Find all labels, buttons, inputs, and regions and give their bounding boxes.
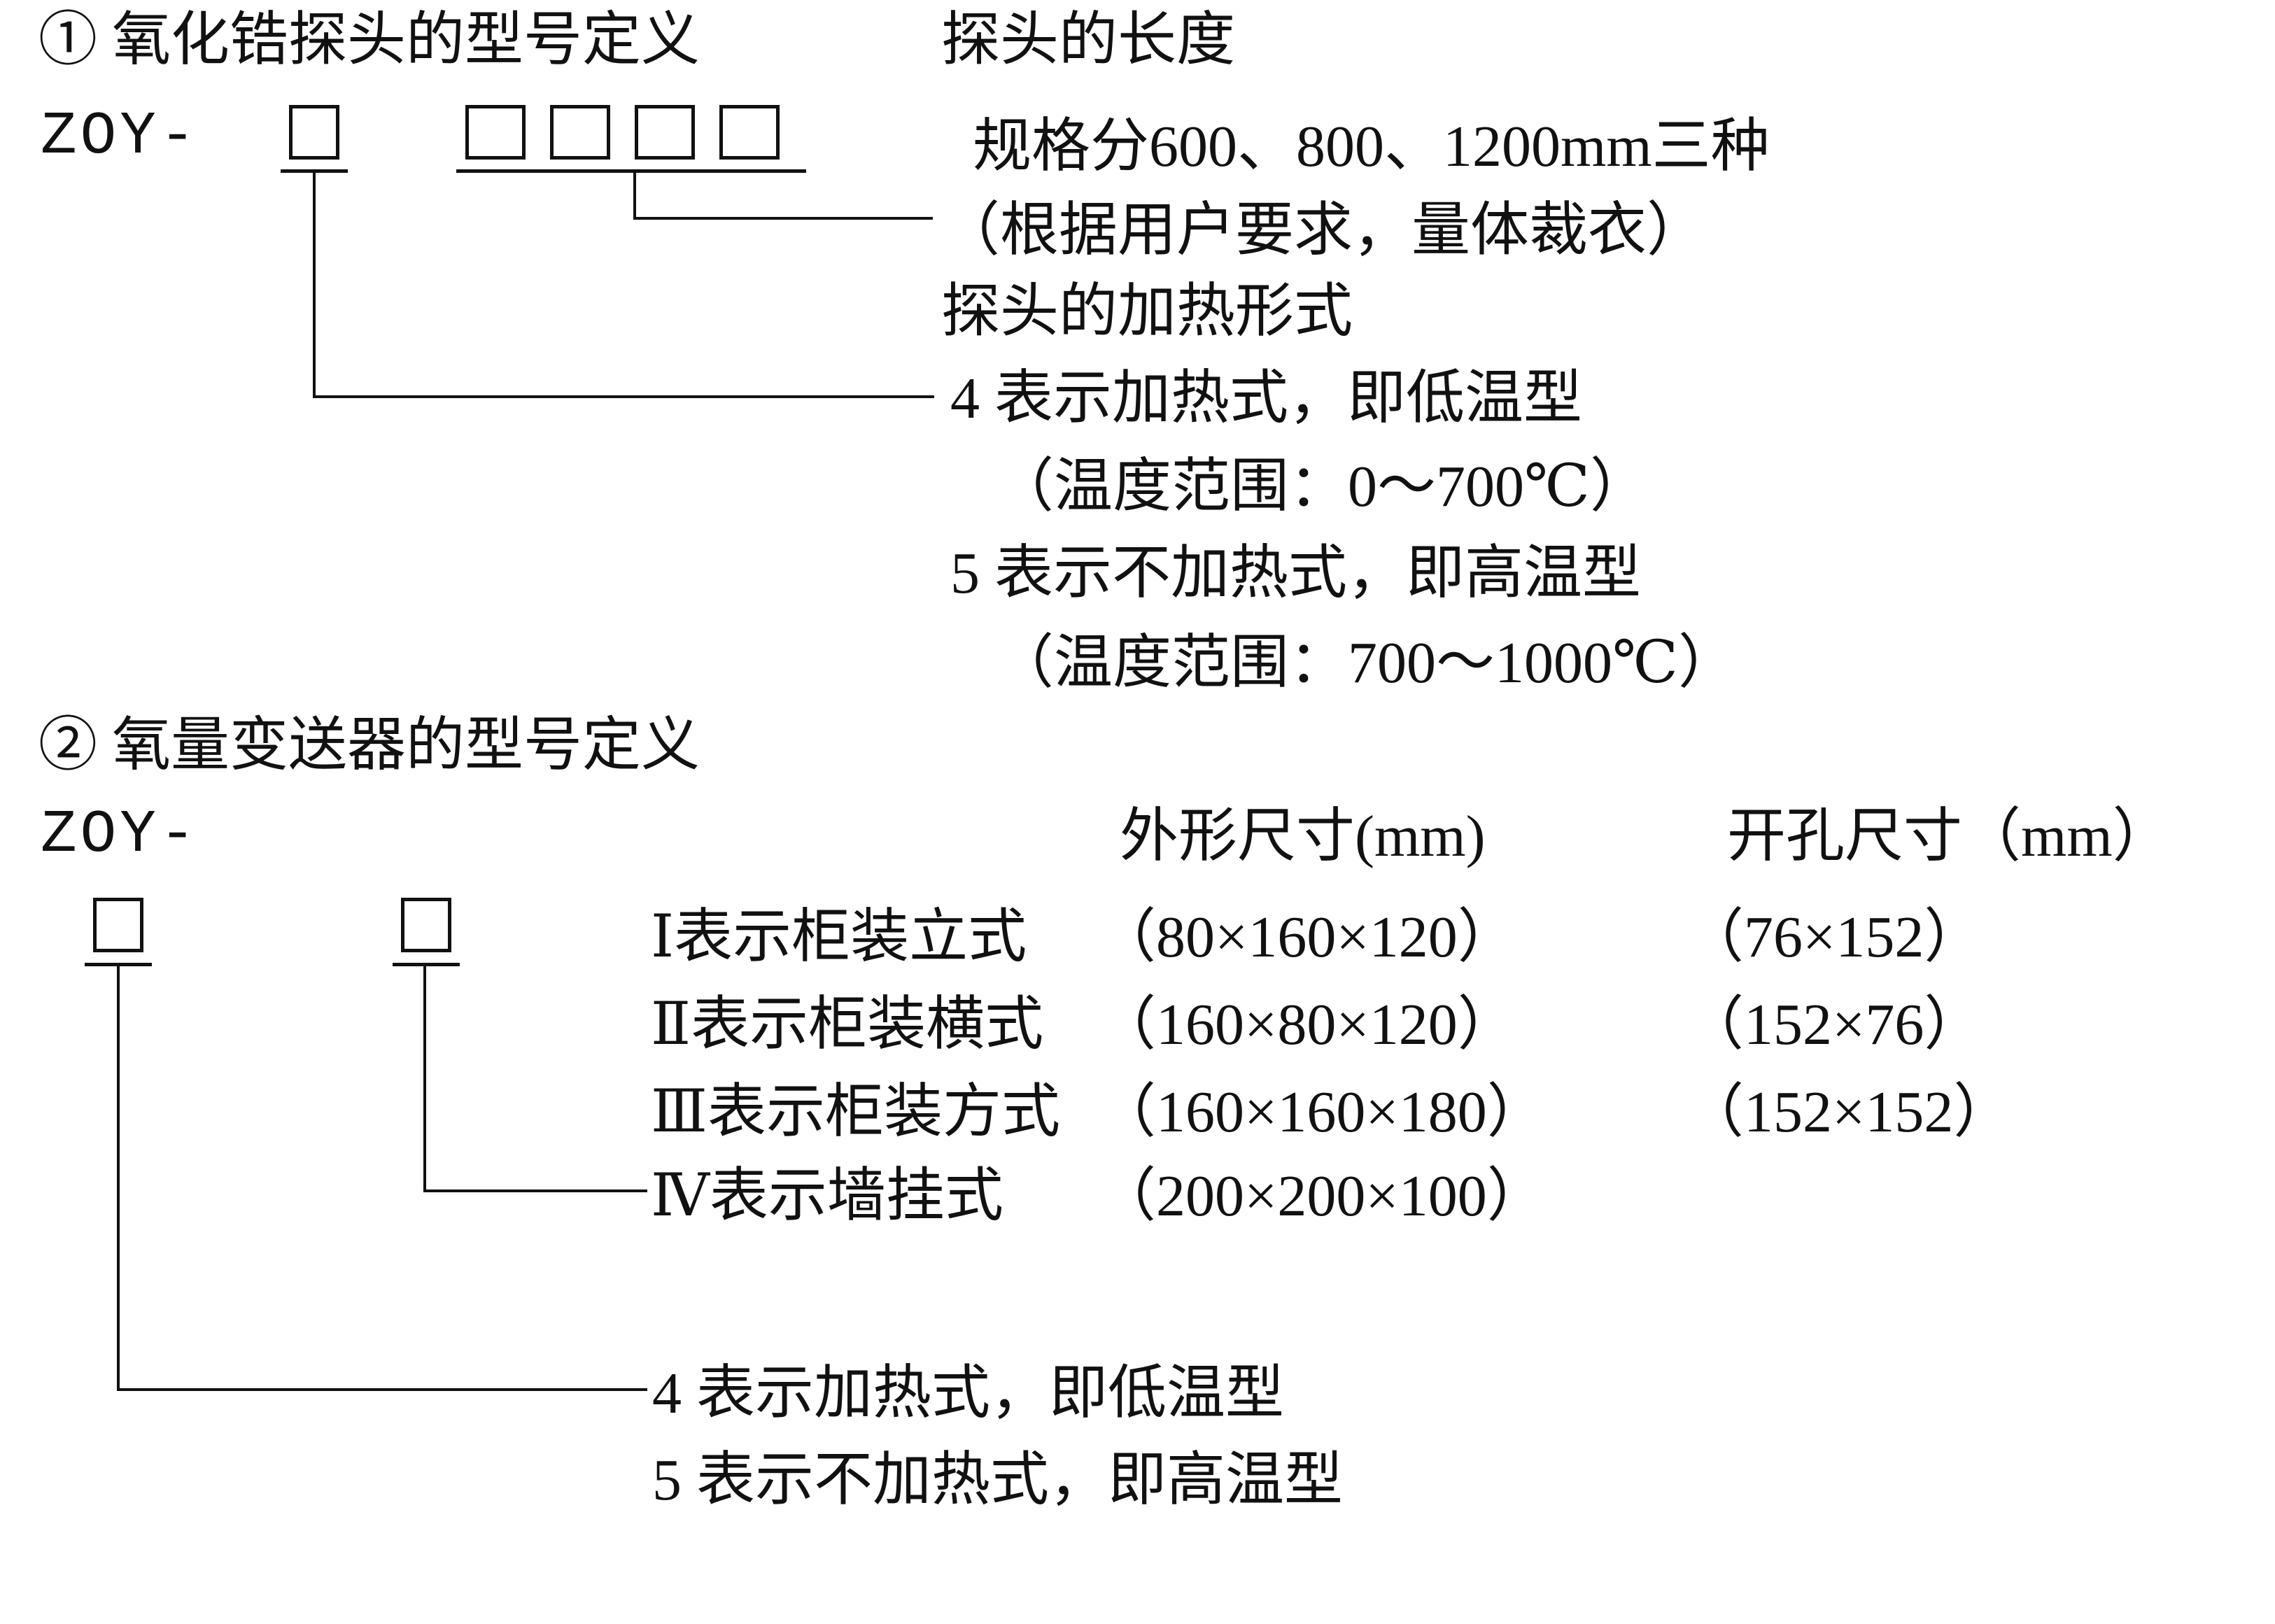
transmitter-type-2-hole: （152×76） [1685,992,1983,1057]
transmitter-type-3-dimensions: （160×160×180） [1097,1080,1546,1145]
transmitter-heating-digit-underline [85,963,152,966]
probe-heating-connector-vertical [313,172,316,397]
probe-length-digit-box-3 [635,105,695,160]
transmitter-mounting-digit-underline [393,963,460,966]
probe-length-spec: 规格分600、800、1200mm三种 [973,114,1770,179]
probe-length-digit-box-1 [465,105,526,160]
transmitter-type-3-hole: （152×152） [1685,1080,2013,1145]
probe-heating-digit-box [289,105,339,160]
hole-column-header: 开孔尺寸（mm） [1727,804,2171,869]
probe-heating-option-4-range: （温度范围：0～700℃） [995,454,1649,519]
transmitter-type-3-label: Ⅲ表示柜装方式 [651,1080,1061,1145]
probe-heating-heading: 探头的加热形式 [941,279,1353,344]
probe-length-note: （根据用户要求，量体裁衣） [941,198,1706,263]
transmitter-type-4-dimensions: （200×200×100） [1097,1164,1546,1229]
section2-title: ② 氧量变送器的型号定义 [38,713,700,778]
section1-model-prefix: ZOY- [41,102,199,171]
probe-length-connector-vertical [633,172,636,218]
probe-length-digit-underline [456,169,806,173]
transmitter-mounting-connector-horizontal [423,1189,647,1192]
transmitter-mounting-digit-box [401,898,451,952]
dimensions-column-header: 外形尺寸(mm) [1120,804,1486,869]
probe-heating-digit-underline [281,169,348,173]
probe-heating-option-4: 4 表示加热式，即低温型 [950,366,1583,431]
transmitter-heating-connector-vertical [117,966,120,1390]
transmitter-heating-digit-box [93,898,143,952]
transmitter-heating-option-4: 4 表示加热式，即低温型 [652,1361,1285,1426]
transmitter-heating-connector-horizontal [117,1388,647,1391]
probe-length-digit-box-2 [550,105,610,160]
transmitter-type-1-label: Ⅰ表示柜装立式 [651,905,1027,970]
probe-heating-connector-horizontal [313,395,934,398]
probe-heating-option-5-range: （温度范围：700～1000℃） [995,630,1737,696]
probe-heating-option-5: 5 表示不加热式，即高温型 [950,541,1642,606]
transmitter-type-1-dimensions: （80×160×120） [1097,905,1516,970]
transmitter-type-4-label: Ⅳ表示墙挂式 [651,1164,1003,1229]
transmitter-type-2-dimensions: （160×80×120） [1097,992,1516,1057]
probe-length-connector-horizontal [633,217,933,220]
probe-length-digit-box-4 [719,105,780,160]
section1-title: ① 氧化锆探头的型号定义 [38,8,700,73]
transmitter-type-1-hole: （76×152） [1685,905,1983,970]
transmitter-type-2-label: Ⅱ表示柜装横式 [651,992,1044,1057]
section2-model-prefix: ZOY- [41,800,199,869]
probe-length-heading: 探头的长度 [941,8,1236,73]
transmitter-heating-option-5: 5 表示不加热式，即高温型 [652,1448,1344,1513]
transmitter-mounting-connector-vertical [423,966,426,1191]
